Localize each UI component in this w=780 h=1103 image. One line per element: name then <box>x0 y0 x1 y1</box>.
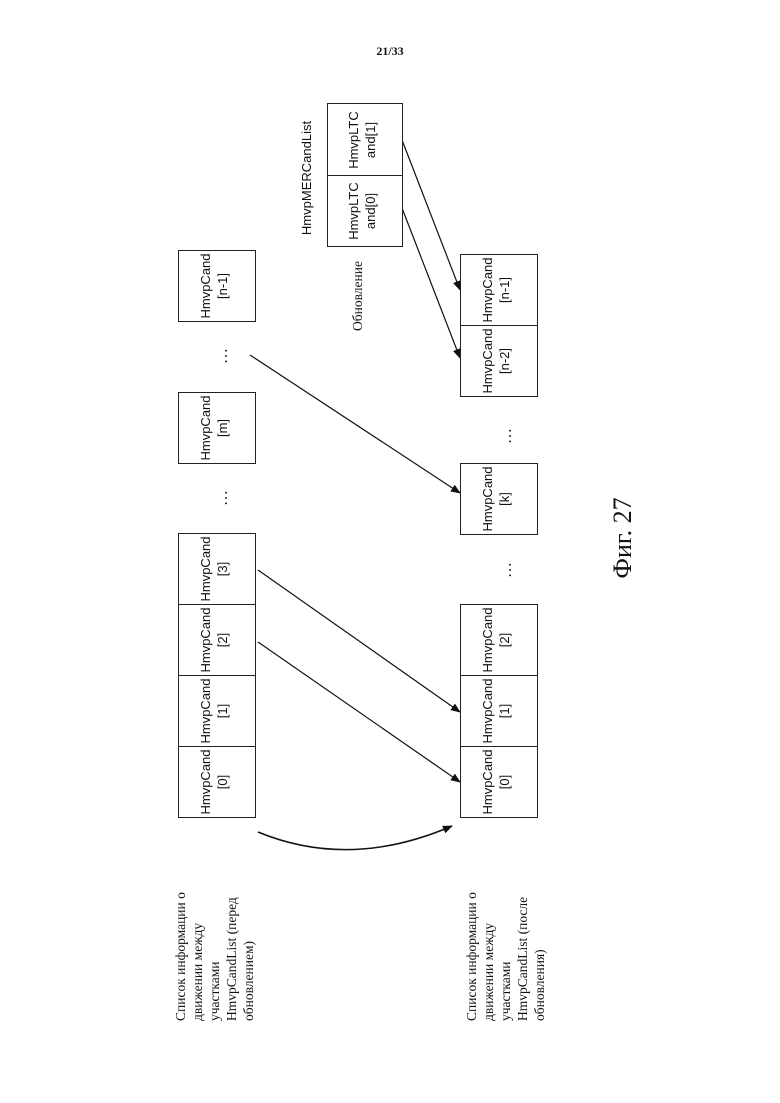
arrow-ltc0-to-n2 <box>402 208 460 358</box>
before-cell-m: HmvpCand[m] <box>178 392 256 464</box>
list-before-label: Список информации о движении между участ… <box>172 841 258 1021</box>
arrow-cand3-to-cand1 <box>258 570 460 712</box>
arrow-cand2-to-cand0 <box>258 642 460 782</box>
mer-cell-0: HmvpLTCand[0] <box>327 175 403 247</box>
before-ellipsis-1: … <box>214 488 232 506</box>
after-cell-n-2: HmvpCand[n-2] <box>460 325 538 397</box>
after-cell-0: HmvpCand[0] <box>460 746 538 818</box>
mer-cell-1: HmvpLTCand[1] <box>327 103 403 176</box>
before-ellipsis-2: … <box>214 346 232 364</box>
update-curve-arrow <box>258 826 452 850</box>
arrow-ellipsis-to-candk <box>250 355 460 493</box>
after-cell-1: HmvpCand[1] <box>460 675 538 747</box>
arrow-ltc1-to-n1 <box>402 140 460 290</box>
before-cell-2: HmvpCand[2] <box>178 604 256 676</box>
mer-list-label: HmvpMERCandList <box>298 118 318 238</box>
before-cell-1: HmvpCand[1] <box>178 675 256 747</box>
after-ellipsis-2: … <box>498 426 516 444</box>
after-cell-2: HmvpCand[2] <box>460 604 538 676</box>
figure-caption: Фиг. 27 <box>593 493 653 583</box>
update-label: Обновление <box>349 256 369 336</box>
before-cell-n-1: HmvpCand[n-1] <box>178 250 256 322</box>
before-cell-3: HmvpCand[3] <box>178 533 256 605</box>
before-cell-0: HmvpCand[0] <box>178 746 256 818</box>
after-cell-n-1: HmvpCand[n-1] <box>460 254 538 326</box>
list-after-label: Список информации о движении между участ… <box>463 841 549 1021</box>
after-cell-k: HmvpCand[k] <box>460 463 538 535</box>
after-ellipsis-1: … <box>498 560 516 578</box>
